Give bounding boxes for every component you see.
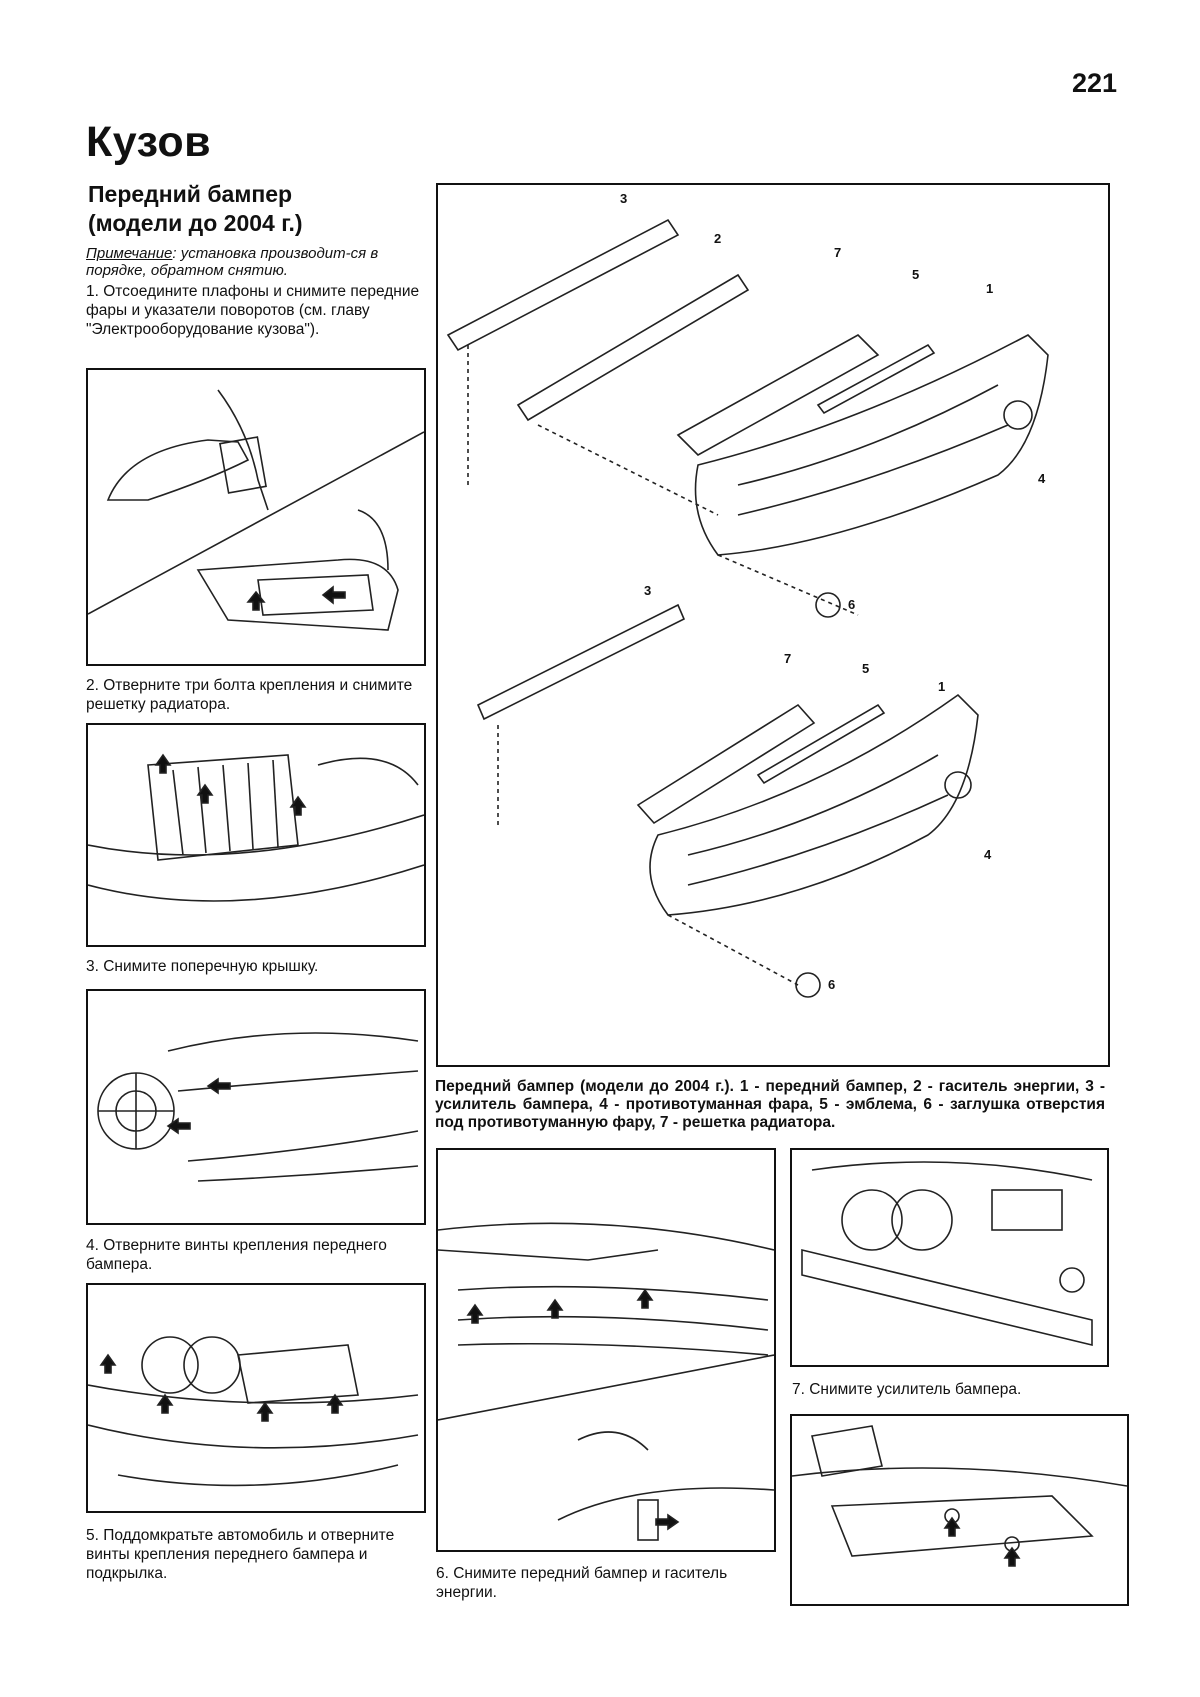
- callout-bottom-6: 6: [828, 977, 836, 992]
- figure-bumper-screws: [86, 1283, 426, 1513]
- grille-illustration: [88, 753, 424, 902]
- figure-reinforcement-removal: [790, 1148, 1109, 1367]
- figure-cross-cover-removal: [86, 989, 426, 1225]
- callout-bottom-4: 4: [984, 847, 992, 862]
- section-title-line2: (модели до 2004 г.): [88, 210, 303, 236]
- bumper-exploded-diagram: [446, 218, 1049, 998]
- note-label: Примечание: [86, 245, 173, 262]
- callout-top-6: 6: [848, 597, 856, 612]
- step-6-text: 6. Снимите передний бампер и гаситель эн…: [436, 1565, 728, 1601]
- step-7-text: 7. Снимите усилитель бампера.: [792, 1381, 1022, 1398]
- step-4-text: 4. Отверните винты крепления переднего б…: [86, 1237, 387, 1273]
- bumper-absorber-illustration: [438, 1222, 774, 1541]
- callout-bottom-1: 1: [938, 679, 946, 694]
- section-title-line1: Передний бампер: [88, 181, 293, 207]
- note-text: : установка производит-ся в порядке, обр…: [86, 245, 379, 279]
- chapter-title: Кузов: [86, 118, 212, 166]
- callout-top-2: 2: [714, 231, 722, 246]
- headlight-illustration: [88, 389, 424, 631]
- figure-bumper-absorber-removal: [436, 1148, 776, 1552]
- exploded-view-caption: Передний бампер (модели до 2004 г.). 1 -…: [435, 1078, 1105, 1131]
- callout-bottom-7: 7: [784, 651, 792, 666]
- figure-bumper-exploded-view: 3 2 7 5 1 4 6 3 7 5 1 4 6: [436, 183, 1110, 1067]
- callout-bottom-3: 3: [644, 583, 652, 598]
- figure-reinforcement-bolts: [790, 1414, 1129, 1606]
- callout-top-4: 4: [1038, 471, 1046, 486]
- page-number: 221: [1072, 68, 1118, 98]
- callout-top-1: 1: [986, 281, 994, 296]
- figure-headlight-removal: [86, 368, 426, 666]
- step-3-text: 3. Снимите поперечную крышку.: [86, 958, 319, 975]
- section-title: Передний бампер (модели до 2004 г.): [88, 180, 418, 238]
- bumper-screws-illustration: [88, 1336, 419, 1487]
- callout-top-5: 5: [912, 267, 920, 282]
- installation-note: Примечание: установка производит-ся в по…: [86, 245, 422, 279]
- step-2-text: 2. Отверните три болта крепления и сними…: [86, 677, 413, 713]
- step-5-text: 5. Поддомкратьте автомобиль и отверните …: [86, 1527, 395, 1582]
- reinforcement-bolts-illustration: [792, 1425, 1127, 1567]
- callout-bottom-5: 5: [862, 661, 870, 676]
- figure-grille-removal: [86, 723, 426, 947]
- callout-top-7: 7: [834, 245, 842, 260]
- step-1-text: 1. Отсоедините плафоны и снимите передни…: [86, 283, 420, 338]
- cross-cover-illustration: [97, 1032, 419, 1182]
- callout-top-3: 3: [620, 191, 628, 206]
- reinforcement-illustration: [801, 1161, 1093, 1347]
